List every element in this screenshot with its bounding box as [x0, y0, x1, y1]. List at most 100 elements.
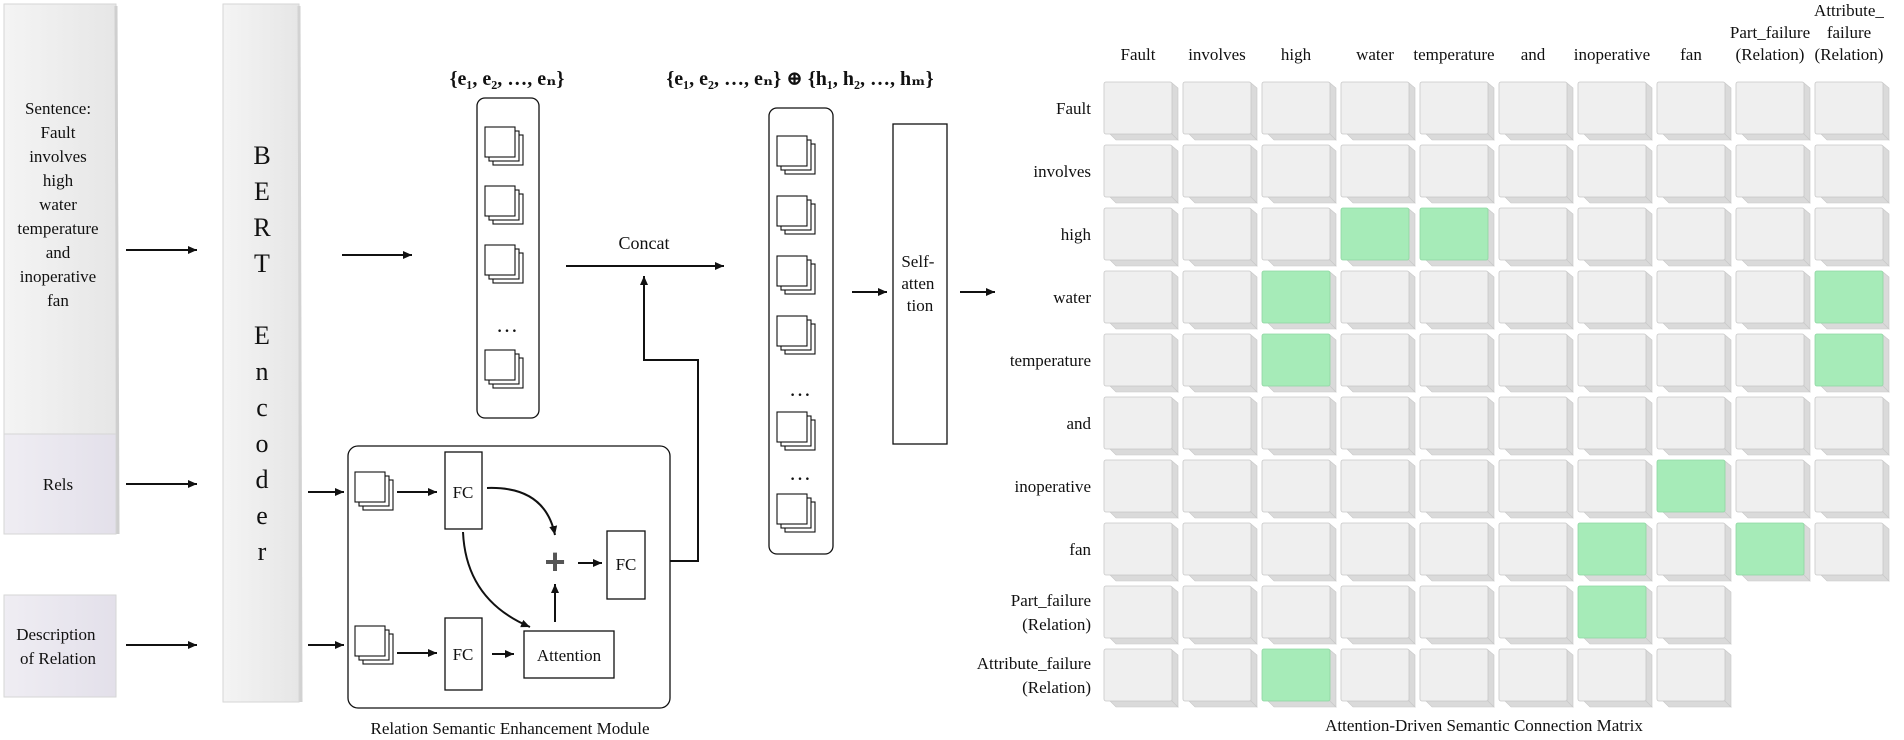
encoder-letter: c	[256, 393, 268, 422]
relation-enhancement-module: FC FC Attention + FC Relation Semantic E…	[308, 445, 671, 738]
matrix-cell	[1656, 81, 1732, 141]
matrix-cell	[1577, 207, 1653, 267]
matrix-cell-highlighted	[1577, 585, 1653, 645]
matrix-cell	[1182, 81, 1258, 141]
matrix-cell	[1182, 270, 1258, 330]
encoder-letter: d	[256, 465, 269, 494]
description-line-2: of Relation	[20, 649, 97, 668]
matrix-cell	[1419, 144, 1495, 204]
matrix-cell	[1261, 459, 1337, 519]
matrix-cell	[1419, 333, 1495, 393]
self-attention-block: Self- atten tion	[892, 123, 948, 445]
matrix-cell	[1340, 81, 1416, 141]
matrix-cell	[1340, 522, 1416, 582]
matrix-cell	[1182, 144, 1258, 204]
token-stack-icon	[354, 625, 394, 665]
matrix-cell	[1182, 207, 1258, 267]
matrix-cell-highlighted	[1814, 270, 1890, 330]
matrix-cell	[1103, 207, 1179, 267]
matrix-cell	[1577, 81, 1653, 141]
concat-dots-2: …	[789, 460, 811, 485]
matrix-cell	[1419, 396, 1495, 456]
matrix-cell	[1735, 459, 1811, 519]
encoder-letter: r	[258, 537, 267, 566]
row-header: involves	[1033, 162, 1091, 181]
matrix-cell	[1103, 333, 1179, 393]
column-header: Fault	[1121, 45, 1156, 64]
row-header: temperature	[1010, 351, 1091, 370]
matrix-cell	[1814, 522, 1890, 582]
description-label: Description of Relation	[16, 625, 100, 668]
matrix-caption: Attention-Driven Semantic Connection Mat…	[1325, 716, 1643, 735]
matrix-cell	[1419, 81, 1495, 141]
matrix-cell	[1419, 648, 1495, 708]
matrix-cell	[1182, 333, 1258, 393]
matrix-cell	[1419, 522, 1495, 582]
token-stack-icon	[484, 349, 524, 389]
matrix-cell	[1498, 585, 1574, 645]
matrix-cell	[1656, 522, 1732, 582]
row-header: fan	[1069, 540, 1091, 559]
matrix-cell	[1735, 81, 1811, 141]
sentence-line: inoperative	[20, 267, 96, 286]
matrix-cell	[1103, 396, 1179, 456]
matrix-cell-highlighted	[1340, 207, 1416, 267]
matrix-cell	[1340, 585, 1416, 645]
matrix-cell	[1103, 648, 1179, 708]
self-attention-line-1: Self-	[901, 252, 934, 271]
matrix-cell-highlighted	[1577, 522, 1653, 582]
concat-label: Concat	[619, 233, 670, 253]
matrix-cell	[1340, 144, 1416, 204]
matrix-cell	[1419, 270, 1495, 330]
fc-top: FC	[453, 483, 474, 502]
encoder-letter: T	[254, 249, 270, 278]
encoder-letter: e	[256, 501, 268, 530]
matrix-cell	[1656, 333, 1732, 393]
matrix-cell	[1498, 396, 1574, 456]
row-header: water	[1053, 288, 1091, 307]
row-header: Part_failure(Relation)	[1011, 591, 1091, 634]
matrix-cell-highlighted	[1814, 333, 1890, 393]
matrix-cell	[1577, 396, 1653, 456]
matrix-cell	[1814, 459, 1890, 519]
matrix-cell	[1261, 396, 1337, 456]
sentence-line: high	[43, 171, 74, 190]
token-stack-icon	[776, 411, 816, 451]
matrix-cell	[1182, 648, 1258, 708]
matrix-cell	[1182, 585, 1258, 645]
self-attention-line-2: atten	[901, 274, 935, 293]
matrix-cell	[1103, 522, 1179, 582]
matrix-cell	[1735, 396, 1811, 456]
matrix-cell	[1498, 333, 1574, 393]
matrix-cell	[1261, 207, 1337, 267]
token-stack-icon	[776, 493, 816, 533]
matrix-cell	[1577, 144, 1653, 204]
matrix-cell	[1498, 522, 1574, 582]
matrix-cell	[1340, 648, 1416, 708]
column-header: water	[1356, 45, 1394, 64]
matrix-cell	[1735, 207, 1811, 267]
sentence-line: water	[39, 195, 77, 214]
embedding-dots: …	[496, 312, 518, 337]
matrix-cell	[1498, 144, 1574, 204]
matrix-cell	[1182, 522, 1258, 582]
row-header: high	[1061, 225, 1092, 244]
token-stack-icon	[776, 195, 816, 235]
svg-text:Self- atten tion: Self- atten tion	[901, 252, 938, 315]
sentence-line: Fault	[41, 123, 76, 142]
matrix-cell	[1814, 144, 1890, 204]
matrix-cell	[1261, 81, 1337, 141]
self-attention-line-3: tion	[907, 296, 934, 315]
plus-sign: +	[544, 541, 565, 582]
embedding-formula: {e₁, e₂, …, eₙ}	[450, 68, 565, 90]
matrix-cell	[1103, 81, 1179, 141]
fc-bottom: FC	[453, 645, 474, 664]
matrix-cell-highlighted	[1261, 270, 1337, 330]
column-header: Attribute_failure(Relation)	[1814, 1, 1884, 64]
matrix-cell	[1577, 648, 1653, 708]
matrix-cell-highlighted	[1656, 459, 1732, 519]
matrix-cell	[1814, 81, 1890, 141]
matrix-cell	[1577, 459, 1653, 519]
